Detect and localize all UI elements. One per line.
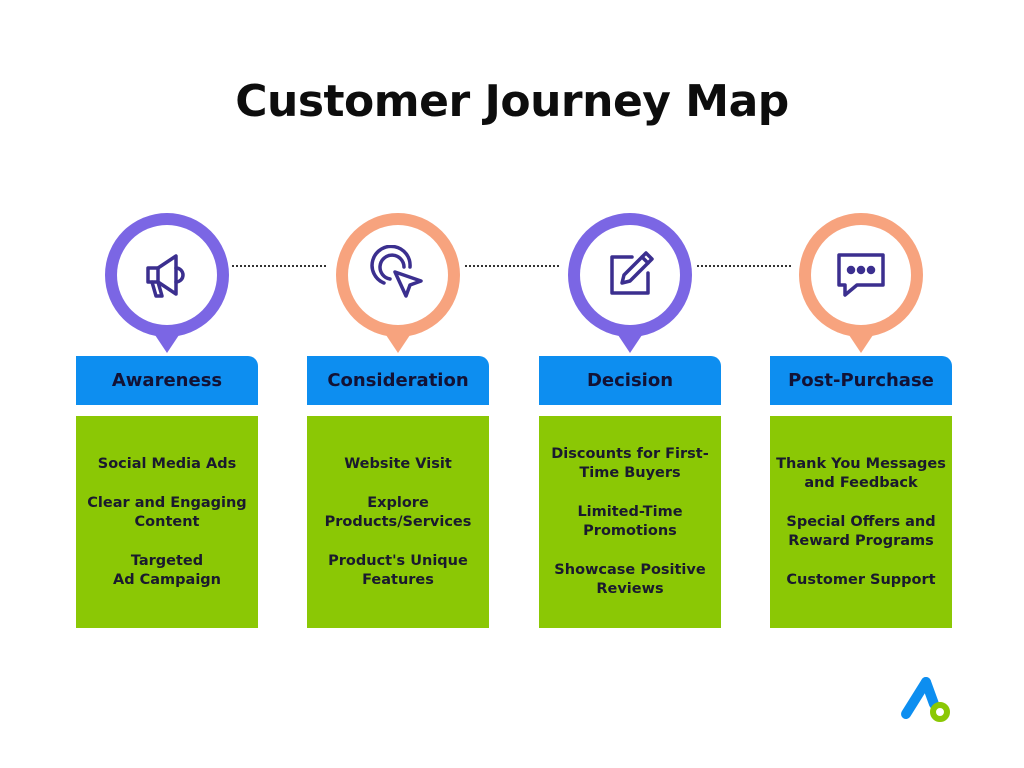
connector-line: [697, 265, 791, 267]
list-item: Showcase Positive Reviews: [554, 562, 706, 597]
stage-pin-awareness: [105, 213, 229, 337]
stage-pin-post-purchase: [799, 213, 923, 337]
brand-logo-icon: [901, 677, 950, 722]
connector-line: [232, 265, 326, 267]
stage-header-awareness: Awareness: [76, 356, 258, 405]
page-title: Customer Journey Map: [235, 76, 789, 127]
stage-box-decision: Discounts for First- Time Buyers Limited…: [539, 416, 721, 628]
list-item: Explore Products/Services: [324, 494, 472, 530]
list-item: Social Media Ads: [97, 455, 237, 472]
stage-header-decision: Decision: [539, 356, 721, 405]
stage-header-post-purchase: Post-Purchase: [770, 356, 952, 405]
stage-header-consideration: Consideration: [307, 356, 489, 405]
list-item: Clear and Engaging Content: [87, 494, 247, 530]
list-item: Limited-Time Promotions: [577, 504, 683, 539]
list-item: Customer Support: [786, 571, 936, 588]
stage-box-consideration: Website Visit Explore Products/Services …: [307, 416, 489, 628]
stage-box-awareness: Social Media Ads Clear and Engaging Cont…: [76, 416, 258, 628]
megaphone-icon: [146, 254, 185, 298]
list-item: Website Visit: [344, 455, 452, 472]
list-item: Thank You Messages and Feedback: [776, 455, 946, 491]
list-item: Discounts for First- Time Buyers: [551, 446, 709, 481]
cursor-click-icon: [370, 245, 423, 298]
edit-icon: [610, 251, 654, 295]
list-item: Targeted Ad Campaign: [112, 552, 222, 588]
list-item: Special Offers and Reward Programs: [786, 513, 936, 549]
stage-pin-consideration: [336, 213, 460, 337]
list-item: Product's Unique Features: [328, 552, 468, 588]
chat-bubble-icon: [837, 253, 885, 297]
stage-pin-decision: [568, 213, 692, 337]
stage-box-post-purchase: Thank You Messages and Feedback Special …: [770, 416, 952, 628]
connector-line: [465, 265, 559, 267]
